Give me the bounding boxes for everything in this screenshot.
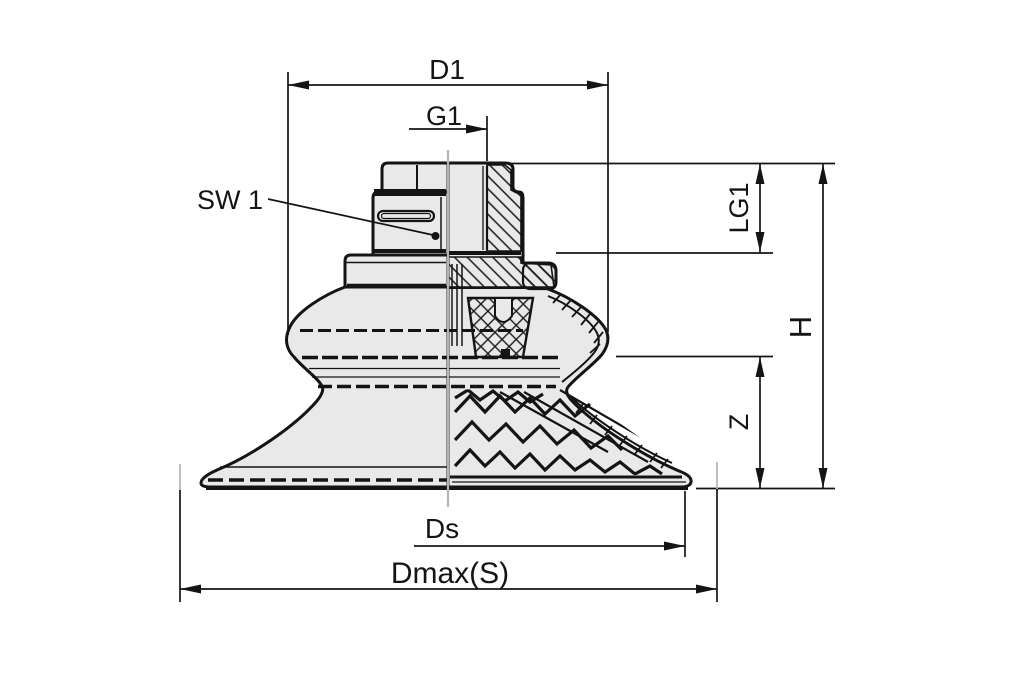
leader-sw1 [267,198,440,240]
left-flange-outline [343,253,450,289]
dimension-g1 [409,116,488,161]
left-cap-outline [380,161,450,194]
vent-hole [501,349,510,356]
dimension-h [696,163,835,490]
dim-label-z: Z [724,414,754,431]
dimension-z [616,355,773,489]
clamp-ring-hatch [521,261,558,291]
dim-label-h: H [783,316,818,338]
dim-label-dmax: Dmax(S) [391,557,509,590]
dimension-labels: D1 G1 SW 1 LG1 H Z Ds Dmax(S) [197,54,818,590]
cup-inner-wall [569,395,673,464]
section-hatching [447,164,558,359]
wrench-slot-inner [380,212,432,220]
dim-label-lg1: LG1 [724,182,754,233]
cup-wall-ticks [575,403,669,469]
insert-notch [494,297,513,323]
fitting-wall-hatch [486,164,522,252]
bellows-wall-ticks [552,293,604,354]
drawing-details [206,165,688,490]
wrench-slot [376,209,436,223]
cup-body [199,161,693,489]
dimension-lg1 [489,162,835,254]
dim-label-sw1: SW 1 [197,185,263,215]
dim-label-ds: Ds [425,513,459,544]
cup-tread-pattern [453,388,673,475]
leader-dot [431,232,440,240]
dim-label-g1: G1 [426,101,462,131]
dim-label-d1: D1 [429,54,465,85]
dimension-ds [414,491,686,557]
dimension-dmax [179,462,718,602]
